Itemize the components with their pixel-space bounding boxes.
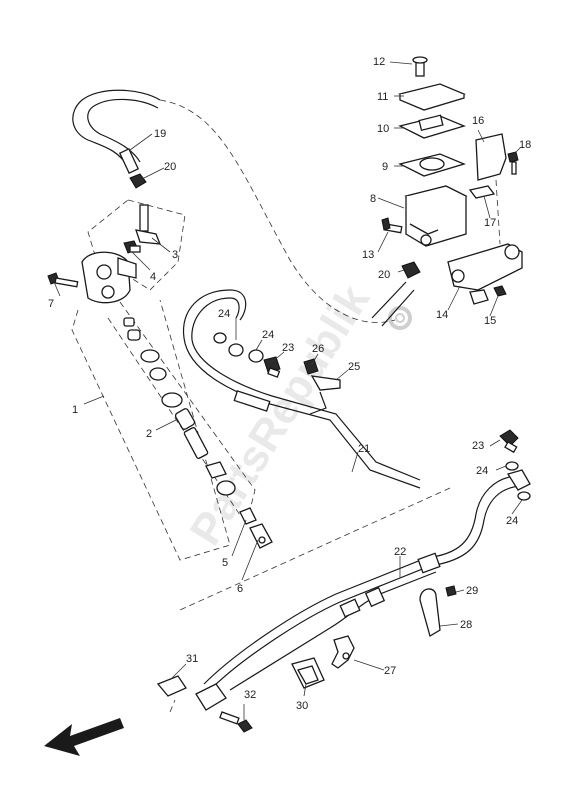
watermark-text: PartsRepublik [181,276,380,553]
crush-washer [248,349,264,363]
diaphragm [398,153,466,177]
crush-washer [213,332,227,344]
label-19: 19 [154,128,166,140]
guard-screw [507,151,519,175]
crush-washer [228,343,244,357]
hose-clamp-guide [419,588,441,637]
label-1: 1 [72,404,78,416]
mounting-bolt [47,272,79,288]
label-24-b: 24 [262,329,274,341]
push-rod-clevis [249,523,273,549]
label-17: 17 [484,217,496,229]
hose-fitting [135,204,162,245]
label-5: 5 [222,557,228,569]
clamp-screw [445,585,457,597]
label-3: 3 [172,249,178,261]
label-24-d: 24 [506,515,518,527]
reservoir-hose [72,89,396,323]
label-20-upper: 20 [164,161,176,173]
label-21: 21 [358,443,370,455]
label-22: 22 [394,546,406,558]
union-bolt [123,240,141,254]
watermark: PartsRepublik [181,276,380,553]
crush-washer-right [505,461,519,471]
hose-clamp-upper [129,173,147,189]
gear-icon [388,306,412,330]
label-20-lower: 20 [378,269,390,281]
hose-holder [156,675,187,697]
reservoir-tank [404,185,468,247]
hose-clip [291,657,325,689]
reservoir-guard [468,133,507,199]
tank-screw [381,217,403,234]
label-26: 26 [312,343,324,355]
leader-lines [53,61,523,720]
label-25: 25 [348,361,360,373]
rear-brake-hose [195,475,521,711]
bracket-bolt [303,358,319,375]
label-31: 31 [186,653,198,665]
crush-washer-right [517,491,531,501]
label-14: 14 [436,309,448,321]
hose-guide [331,635,355,669]
label-23-center: 23 [282,342,294,354]
part-labels: 1 2 3 4 5 6 7 8 9 10 11 12 13 14 15 16 1… [48,56,531,712]
label-11: 11 [377,91,388,103]
master-cylinder-body [81,251,137,304]
label-30: 30 [296,700,308,712]
hose-bracket [309,375,341,415]
label-8: 8 [370,193,376,205]
label-16: 16 [472,115,484,127]
hose-fitting-end [506,469,531,491]
bracket-nut [493,285,507,297]
reservoir-cap [398,83,466,111]
label-23-right: 23 [472,440,484,452]
reservoir-short-hose [371,281,415,327]
reservoir-cap-screw [412,56,428,77]
label-24-a: 24 [218,308,230,320]
label-4: 4 [150,271,156,283]
label-24-c: 24 [476,465,488,477]
union-bolt-right [499,429,519,454]
label-7: 7 [48,298,54,310]
label-2: 2 [146,428,152,440]
label-18: 18 [519,139,531,151]
piston-kit [123,317,257,525]
hose-clamp-lower [401,261,421,279]
label-10: 10 [377,123,389,135]
union-bolt [263,356,281,378]
union-bolt-lower [219,711,253,733]
label-29: 29 [466,585,478,597]
label-15: 15 [484,315,496,327]
diaphragm-plate [398,114,466,139]
label-9: 9 [382,161,388,173]
label-27: 27 [384,665,396,677]
label-28: 28 [460,619,472,631]
front-direction-arrow-icon [44,718,124,756]
label-12: 12 [373,56,385,68]
reservoir-bracket [447,243,523,305]
label-6: 6 [237,583,243,595]
brake-hose-upper [182,289,421,489]
label-13: 13 [362,249,374,261]
label-32: 32 [244,689,256,701]
